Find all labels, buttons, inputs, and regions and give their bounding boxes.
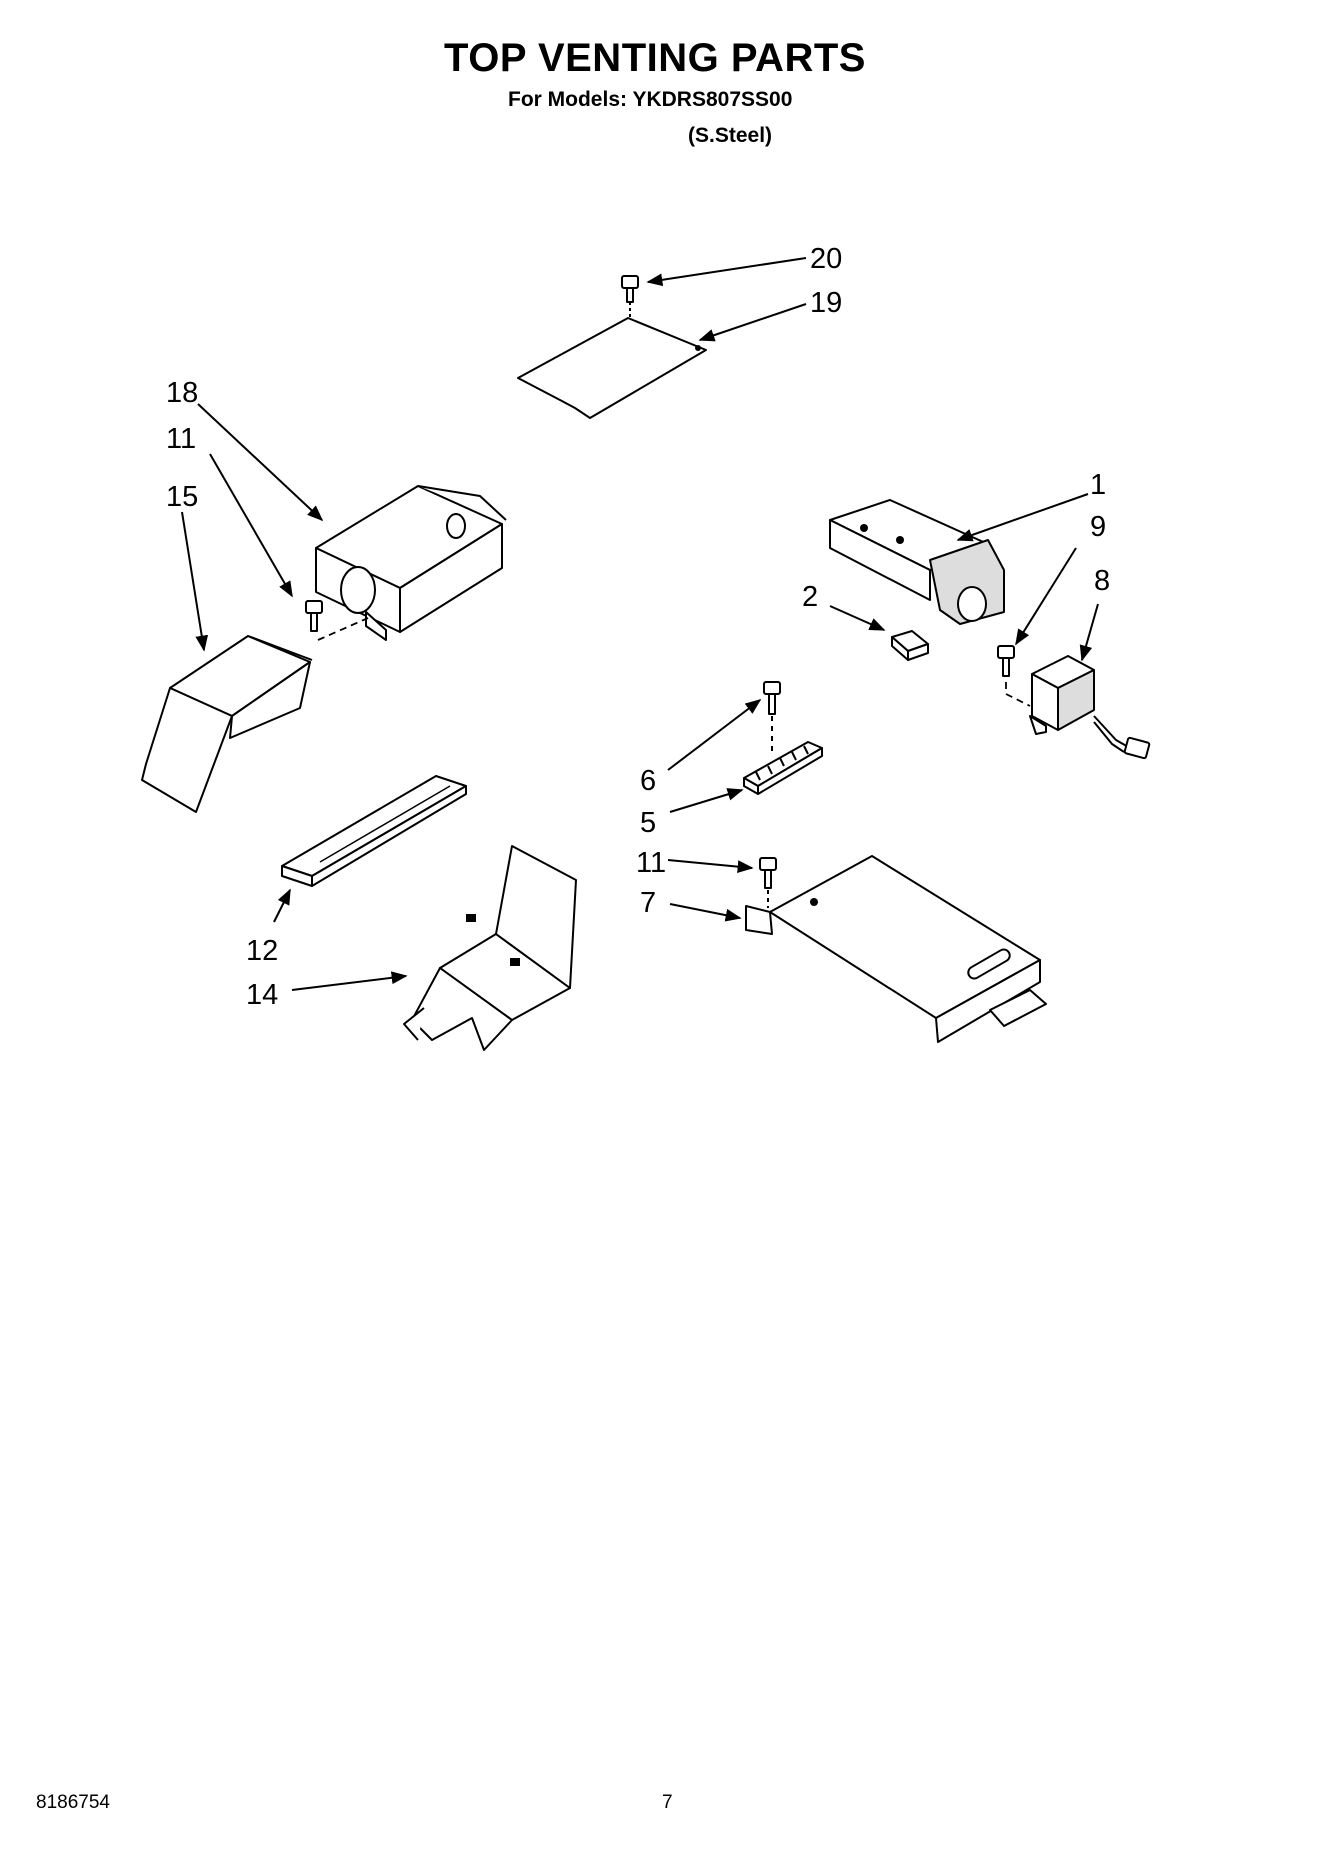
callout-5: 5	[640, 807, 656, 839]
callout-14: 14	[246, 979, 278, 1011]
callout-8: 8	[1094, 565, 1110, 597]
part-14-trough-duct	[403, 845, 577, 1051]
part-7-mounting-bracket	[745, 855, 1047, 1043]
page-number: 7	[662, 1792, 673, 1813]
part-19-cover-plate	[517, 317, 707, 419]
part-2-block	[891, 630, 929, 661]
callout-7: 7	[640, 887, 656, 919]
finish-label: (S.Steel)	[688, 124, 773, 147]
callout-11-left: 11	[166, 423, 196, 455]
models-line: For Models: YKDRS807SS00	[508, 88, 793, 111]
part-15-duct	[141, 635, 313, 813]
part-8-transformer	[1029, 655, 1151, 760]
callout-2: 2	[802, 581, 818, 613]
document-number: 8186754	[36, 1792, 110, 1813]
part-11-screw-left	[305, 600, 369, 641]
page-title: TOP VENTING PARTS	[444, 36, 866, 80]
part-18-vent-box	[315, 485, 507, 641]
callout-12: 12	[246, 935, 278, 967]
part-20-screw	[621, 275, 639, 318]
callout-6: 6	[640, 765, 656, 797]
callout-19: 19	[810, 287, 842, 319]
leader-lines	[181, 257, 1099, 991]
part-12-channel	[281, 775, 467, 887]
callout-15: 15	[166, 481, 198, 513]
callout-1: 1	[1090, 469, 1106, 501]
callout-18: 18	[166, 377, 198, 409]
callout-20: 20	[810, 243, 842, 275]
callout-9: 9	[1090, 511, 1106, 543]
part-9-screw	[997, 645, 1031, 707]
callout-labels: 20 19 18 11 15 1 9 8 2 6 5 11 7 12 14	[166, 243, 1110, 1011]
part-1-vent-motor-assembly	[829, 499, 1005, 625]
part-5-terminal-strip	[743, 741, 823, 795]
part-6-screw	[763, 681, 781, 752]
part-11-screw-lower	[759, 857, 777, 908]
callout-11-lower: 11	[636, 847, 666, 879]
